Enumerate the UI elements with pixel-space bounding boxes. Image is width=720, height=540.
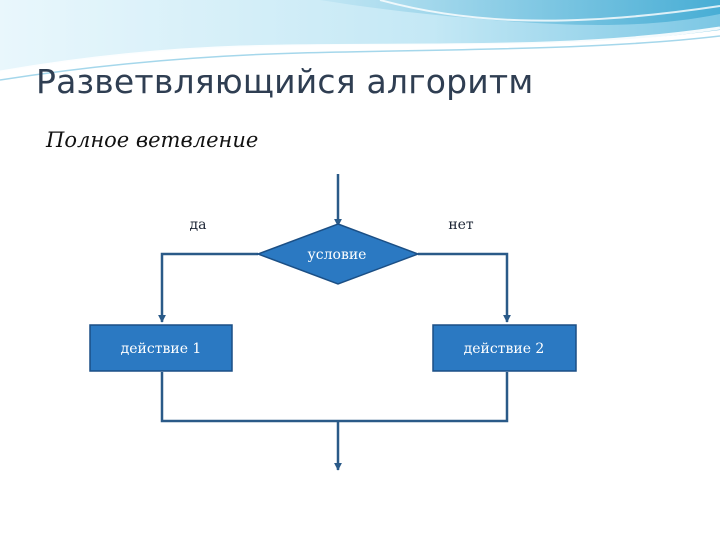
action-1-box [89,324,233,372]
yes-branch-connector [158,252,258,323]
action-2-box [432,324,577,372]
condition-label: условие [308,247,367,263]
action-2-label: действие 2 [464,341,545,357]
action-1-label: действие 1 [121,341,202,357]
header-banner [0,0,720,81]
yes-label: да [190,217,207,233]
slide-title: Разветвляющийся алгоритм [36,62,534,101]
condition-diamond [255,223,421,285]
merge-connector [160,372,509,423]
no-label: нет [448,217,474,233]
no-branch-connector [418,252,511,323]
slide-subtitle: Полное ветвление [46,128,259,152]
